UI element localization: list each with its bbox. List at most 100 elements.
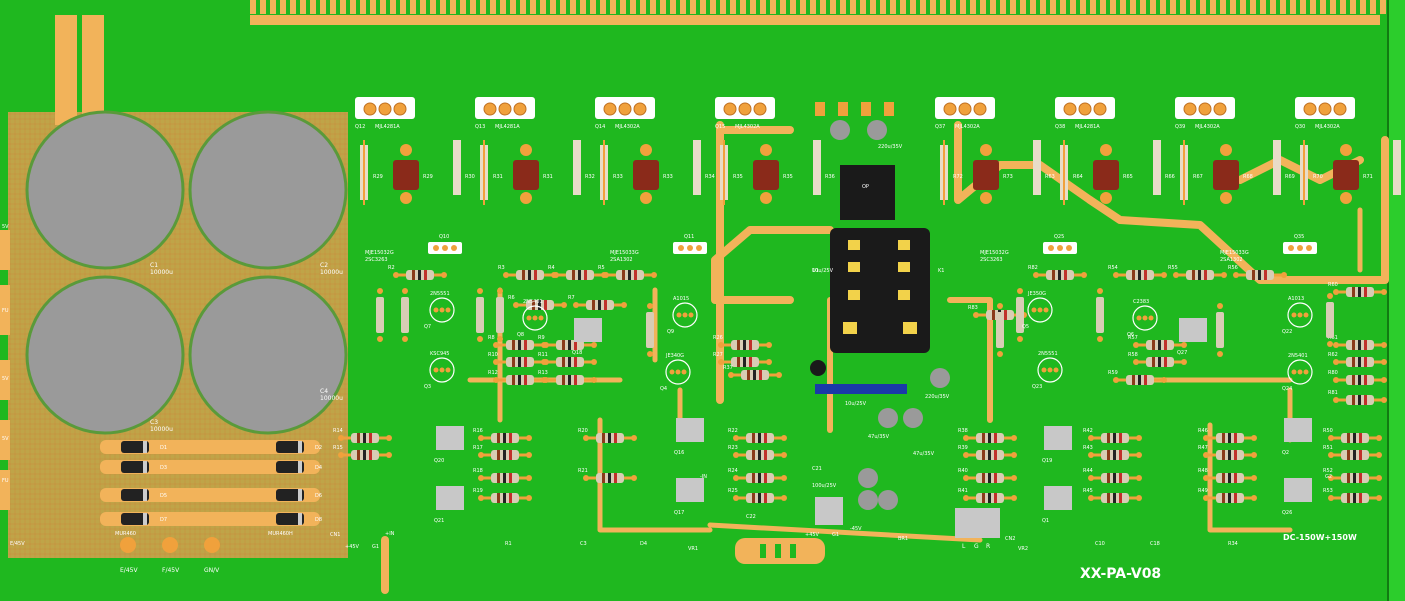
- transistor-pad[interactable]: [363, 102, 377, 116]
- heatsink-pad: [930, 0, 936, 14]
- transistor-pad[interactable]: [1333, 102, 1347, 116]
- transistor-pad[interactable]: [738, 102, 752, 116]
- transistor-pad[interactable]: [633, 102, 647, 116]
- base-resistor: [1273, 140, 1281, 195]
- transistor-pad[interactable]: [973, 102, 987, 116]
- to126-transistor-ref: Q18: [572, 350, 582, 356]
- output-transistor-ref: Q15: [715, 124, 725, 130]
- transistor-pad[interactable]: [1303, 102, 1317, 116]
- heatsink-pad: [890, 0, 896, 14]
- driver-transistor-ref: Q25: [1054, 234, 1064, 240]
- resistor-label: R7: [568, 295, 575, 301]
- heatsink-pad: [1300, 0, 1306, 14]
- heatsink-pad: [760, 0, 766, 14]
- to92-transistor: [429, 297, 455, 323]
- resistor-vertical: [496, 297, 504, 333]
- heatsink-pad: [260, 0, 266, 14]
- transistor-pad[interactable]: [1318, 102, 1332, 116]
- rectifier-part-a: MUR460: [115, 531, 136, 537]
- transistor-pad[interactable]: [723, 102, 737, 116]
- transistor-pad[interactable]: [943, 102, 957, 116]
- heatsink-pad: [1360, 0, 1366, 14]
- transistor-pad[interactable]: [483, 102, 497, 116]
- resistor-label: R52: [1323, 468, 1333, 474]
- power-connector-pad-2[interactable]: [162, 537, 178, 553]
- filter-cap-c1: [25, 110, 185, 270]
- heatsink-pad: [250, 0, 256, 14]
- base-resistor-label: R30: [465, 174, 475, 180]
- heatsink-pad: [740, 0, 746, 14]
- heatsink-pad: [1270, 0, 1276, 14]
- output-transistor-part: MJL4302A: [1195, 124, 1220, 130]
- resistor-label: R56: [1228, 265, 1238, 271]
- heatsink-pad: [840, 0, 846, 14]
- transistor-pad[interactable]: [393, 102, 407, 116]
- transistor-pad[interactable]: [498, 102, 512, 116]
- small-transistor-ref: Q5: [1022, 324, 1029, 330]
- cap-label-c1: C1: [150, 262, 158, 269]
- transistor-pad[interactable]: [378, 102, 392, 116]
- transistor-pad[interactable]: [603, 102, 617, 116]
- rectifier-diode: [276, 489, 304, 501]
- heatsink-pad: [1120, 0, 1126, 14]
- small-transistor-part: JE340G: [665, 353, 684, 359]
- output-transistor-ref: Q14: [595, 124, 605, 130]
- base-resistor: [573, 140, 581, 195]
- resistor-label: R44: [1083, 468, 1093, 474]
- heatsink-pad: [640, 0, 646, 14]
- heatsink-pad: [520, 0, 526, 14]
- rectifier-diode: [121, 461, 149, 473]
- resistor-label: R38: [958, 428, 968, 434]
- driver-transistor-alt: 2SA1302: [1220, 257, 1243, 263]
- to126-transistor: [436, 426, 464, 450]
- bottom-label-2: G1: [372, 544, 379, 550]
- transistor-pad[interactable]: [1213, 102, 1227, 116]
- cap-label-c3: C3: [150, 419, 158, 426]
- rectifier-diode-label: D8: [315, 517, 322, 523]
- input-connector[interactable]: [955, 508, 1000, 538]
- resistor-label: R23: [728, 445, 738, 451]
- center-bottom-label-6: CN1: [330, 532, 340, 538]
- heatsink-pad: [500, 0, 506, 14]
- power-connector-pad-3[interactable]: [204, 537, 220, 553]
- heatsink-pad: [710, 0, 716, 14]
- transistor-pad[interactable]: [753, 102, 767, 116]
- heatsink-pad: [430, 0, 436, 14]
- transistor-pad[interactable]: [513, 102, 527, 116]
- heatsink-pad: [880, 0, 886, 14]
- heatsink-pad: [610, 0, 616, 14]
- transistor-pad[interactable]: [1183, 102, 1197, 116]
- resistor-label: R17: [473, 445, 483, 451]
- heatsink-pad: [650, 0, 656, 14]
- edge-label-3: 5V: [2, 376, 9, 382]
- transistor-pad[interactable]: [1198, 102, 1212, 116]
- heatsink-pad: [290, 0, 296, 14]
- transistor-pad[interactable]: [618, 102, 632, 116]
- heatsink-pad: [980, 0, 986, 14]
- resistor-label: R10: [488, 352, 498, 358]
- center-bottom-label-2: G1: [832, 532, 839, 538]
- to92-transistor: [522, 305, 548, 331]
- heatsink-pad: [830, 0, 836, 14]
- resistor-label: R46: [1198, 428, 1208, 434]
- edge-tab-3: [0, 360, 10, 400]
- transistor-pad[interactable]: [958, 102, 972, 116]
- power-connector-pad-1[interactable]: [120, 537, 136, 553]
- transistor-pad[interactable]: [1078, 102, 1092, 116]
- resistor-label: R2: [388, 265, 395, 271]
- small-transistor-part: A1013: [1288, 296, 1304, 302]
- resistor-label: R15: [333, 445, 343, 451]
- edge-label-6: E/45V: [10, 541, 25, 547]
- small-transistor-part: 2N5551: [430, 291, 450, 297]
- emitter-resistor-label: R67: [1193, 174, 1203, 180]
- rectifier-diode-label: D6: [315, 493, 322, 499]
- base-resistor-label: R66: [1165, 174, 1175, 180]
- driver-transistors: Q10MJE15032G2SC3263Q11MJE15033G2SA1302Q2…: [365, 234, 1317, 263]
- heatsink-pad: [1140, 0, 1146, 14]
- resistor-vertical: [376, 297, 384, 333]
- transistor-pad[interactable]: [1093, 102, 1107, 116]
- transistor-pad[interactable]: [1063, 102, 1077, 116]
- heatsink-pad: [1230, 0, 1236, 14]
